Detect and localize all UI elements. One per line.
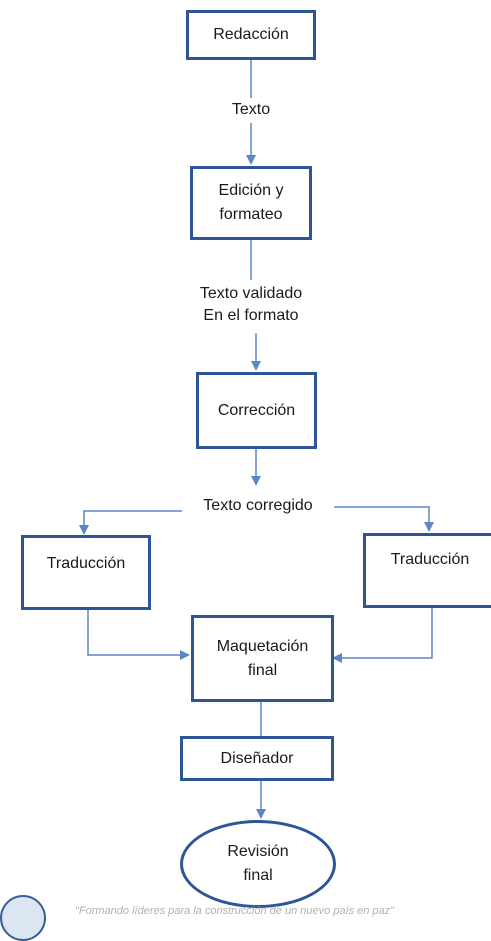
node-disenador: Diseñador	[180, 736, 334, 781]
edge-label-texto-corregido: Texto corregido	[182, 495, 334, 517]
node-disenador-label: Diseñador	[220, 749, 294, 767]
edge-traduccion-left-maquetacion	[87, 610, 190, 660]
institution-logo	[0, 895, 46, 941]
node-edicion-line1: Edición y	[218, 182, 284, 199]
node-redaccion: Redacción	[186, 10, 316, 60]
node-traduccion-right: Traducción	[363, 533, 491, 608]
edge-label-texto-validado-line2: En el formato	[203, 307, 299, 324]
node-correccion: Corrección	[196, 372, 317, 449]
node-revision: Revisión final	[180, 820, 336, 908]
edge-traduccion-right-maquetacion	[332, 608, 433, 663]
footer-slogan: "Formando líderes para la construcción d…	[75, 905, 395, 917]
node-maquetacion-line1: Maquetación	[216, 637, 309, 655]
edge-label-texto: Texto	[215, 99, 287, 121]
node-revision-line2: final	[243, 867, 273, 884]
node-maquetacion-line2: final	[247, 661, 278, 679]
node-traduccion-right-label: Traducción	[390, 551, 470, 568]
node-traduccion-left: Traducción	[21, 535, 151, 610]
edge-label-texto-validado: Texto validado En el formato	[178, 283, 324, 327]
edge-label-texto-validado-line1: Texto validado	[199, 285, 303, 302]
node-correccion-label: Corrección	[217, 401, 296, 419]
edge-corregido-traduccion-right	[330, 506, 434, 532]
node-traduccion-left-label: Traducción	[46, 555, 126, 572]
edge-corregido-traduccion-left	[79, 510, 188, 535]
node-edicion-line2: formateo	[219, 206, 283, 223]
node-maquetacion: Maquetación final	[191, 615, 334, 702]
node-revision-line1: Revisión	[227, 843, 289, 860]
node-edicion: Edición y formateo	[190, 166, 312, 240]
connectors	[79, 60, 434, 819]
node-redaccion-label: Redacción	[213, 26, 289, 43]
